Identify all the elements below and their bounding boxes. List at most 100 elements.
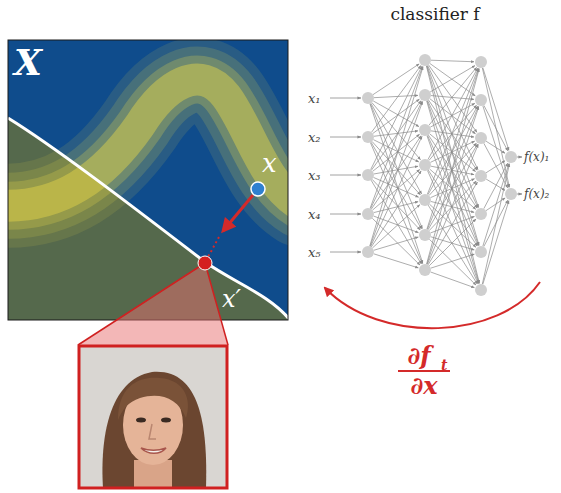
perturbation-path	[208, 237, 219, 257]
neuron	[505, 188, 517, 200]
gradient-arrow	[325, 282, 540, 328]
network-connection	[427, 66, 479, 246]
network-connection	[428, 65, 476, 132]
network-connection	[371, 101, 422, 208]
network-connection	[430, 66, 475, 92]
network-connection	[371, 136, 421, 209]
input-label: x₅	[308, 246, 321, 259]
neuron	[419, 194, 431, 206]
network-title: classifier f	[390, 4, 479, 24]
point-label: x′	[222, 285, 241, 313]
io-arrow	[330, 252, 361, 253]
input-label: x₁	[308, 92, 321, 105]
neuron	[419, 89, 431, 101]
network-connection	[427, 69, 480, 264]
face-image	[79, 346, 227, 488]
neuron	[362, 208, 374, 220]
gradient-subscript: t	[441, 357, 447, 373]
io-arrow	[517, 157, 522, 158]
network-connection	[486, 161, 505, 173]
network-connection	[484, 143, 508, 188]
neuron	[362, 169, 374, 181]
input-label: x₄	[308, 208, 321, 221]
perturbation-arrow	[223, 195, 253, 231]
image-background	[79, 346, 227, 488]
io-arrow	[330, 137, 361, 138]
network-connection	[373, 99, 420, 133]
network-connection	[374, 254, 419, 268]
network-title: classifier f	[390, 6, 479, 23]
input-label: x₄	[308, 207, 321, 222]
io-arrow	[330, 175, 361, 176]
network-connection	[426, 66, 479, 283]
manifold-band	[8, 80, 288, 206]
input-label: x₃	[308, 169, 321, 182]
network-connection	[427, 101, 479, 284]
network-connection	[374, 237, 419, 250]
callout-edge	[78, 263, 205, 345]
network-connection	[486, 198, 505, 211]
neuron	[419, 124, 431, 136]
gradient-numerator: ∂f	[407, 341, 430, 370]
neuron	[475, 94, 487, 106]
gradient-numerator: ∂f	[407, 344, 430, 368]
gradient-denominator: ∂x	[410, 374, 437, 398]
decision-boundary	[8, 118, 288, 320]
output-label: f(x)₂	[524, 188, 549, 200]
network-connection	[430, 134, 476, 172]
input-label: x₅	[308, 245, 321, 260]
neuron	[362, 131, 374, 143]
network-connection	[372, 205, 419, 248]
neuron	[475, 132, 487, 144]
gradient-subscript: t	[441, 358, 447, 372]
manifold-band	[8, 80, 288, 206]
network-connection	[431, 201, 474, 212]
point-label: x′	[222, 287, 241, 311]
space-symbol: X	[14, 44, 42, 80]
network-connection	[429, 239, 476, 285]
network-connection	[371, 171, 421, 247]
network-connection	[428, 182, 477, 265]
network-connection	[371, 101, 420, 170]
output-label: f(x)₂	[524, 187, 549, 201]
network-connection	[431, 179, 475, 198]
input-label: x₃	[308, 168, 321, 183]
network-connection	[431, 272, 475, 288]
input-label: x₂	[308, 130, 321, 145]
network-connection	[427, 107, 479, 265]
output-label: f(x)₁	[524, 150, 549, 164]
network-connection	[431, 237, 475, 250]
network-connection	[486, 141, 505, 153]
mouth	[141, 448, 166, 453]
network-connection	[370, 67, 422, 209]
fringe	[118, 378, 188, 420]
network-connection	[371, 136, 422, 246]
network-connection	[373, 134, 420, 171]
network-connection	[430, 141, 474, 162]
network-connection	[482, 164, 509, 284]
neuron	[475, 246, 487, 258]
point-label: x	[262, 148, 277, 178]
data-manifold	[8, 80, 288, 206]
nose	[149, 424, 156, 439]
manifold-band	[8, 80, 288, 206]
neuron	[419, 54, 431, 66]
neuron	[419, 264, 431, 276]
neuron	[475, 170, 487, 182]
network-connection	[430, 63, 475, 95]
neuron	[362, 92, 374, 104]
network-connection	[370, 104, 423, 264]
network-connection	[370, 102, 423, 247]
neural-network	[330, 54, 522, 296]
panel-border	[8, 40, 288, 320]
neuron	[475, 56, 487, 68]
neuron	[362, 246, 374, 258]
neuron	[505, 151, 517, 163]
network-connection	[428, 135, 479, 245]
network-connection	[427, 136, 479, 284]
io-arrow	[330, 98, 361, 99]
io-arrow	[330, 214, 361, 215]
input-label: x₂	[308, 131, 321, 144]
